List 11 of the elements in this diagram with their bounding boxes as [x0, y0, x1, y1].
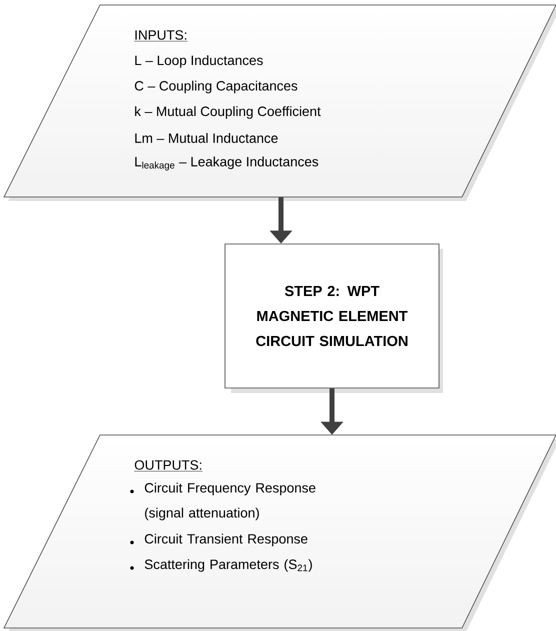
input-item: Lm – Mutual Inductance [135, 133, 278, 143]
input-item: L$_{leakage}$ – Leakage Inductances [135, 156, 318, 170]
heading: OUTPUTS: [134, 460, 203, 472]
bullet-item: Scattering Parameters (S$_{21}$) [144, 559, 312, 572]
heading: INPUTS: [134, 30, 188, 42]
bullet-item: Circuit Transient Response [144, 534, 308, 546]
input-item: L – Loop Inductances [135, 55, 263, 68]
input-item: C – Coupling Capacitances [134, 80, 298, 94]
bullet-item: Circuit Frequency Response (signal attenuation) [144, 482, 316, 520]
input-item: k – Mutual Coupling Coefficient [135, 106, 321, 119]
process-box: STEP 2: WPT MAGNETIC ELEMENT CIRCUIT SIMULATION [224, 244, 443, 393]
